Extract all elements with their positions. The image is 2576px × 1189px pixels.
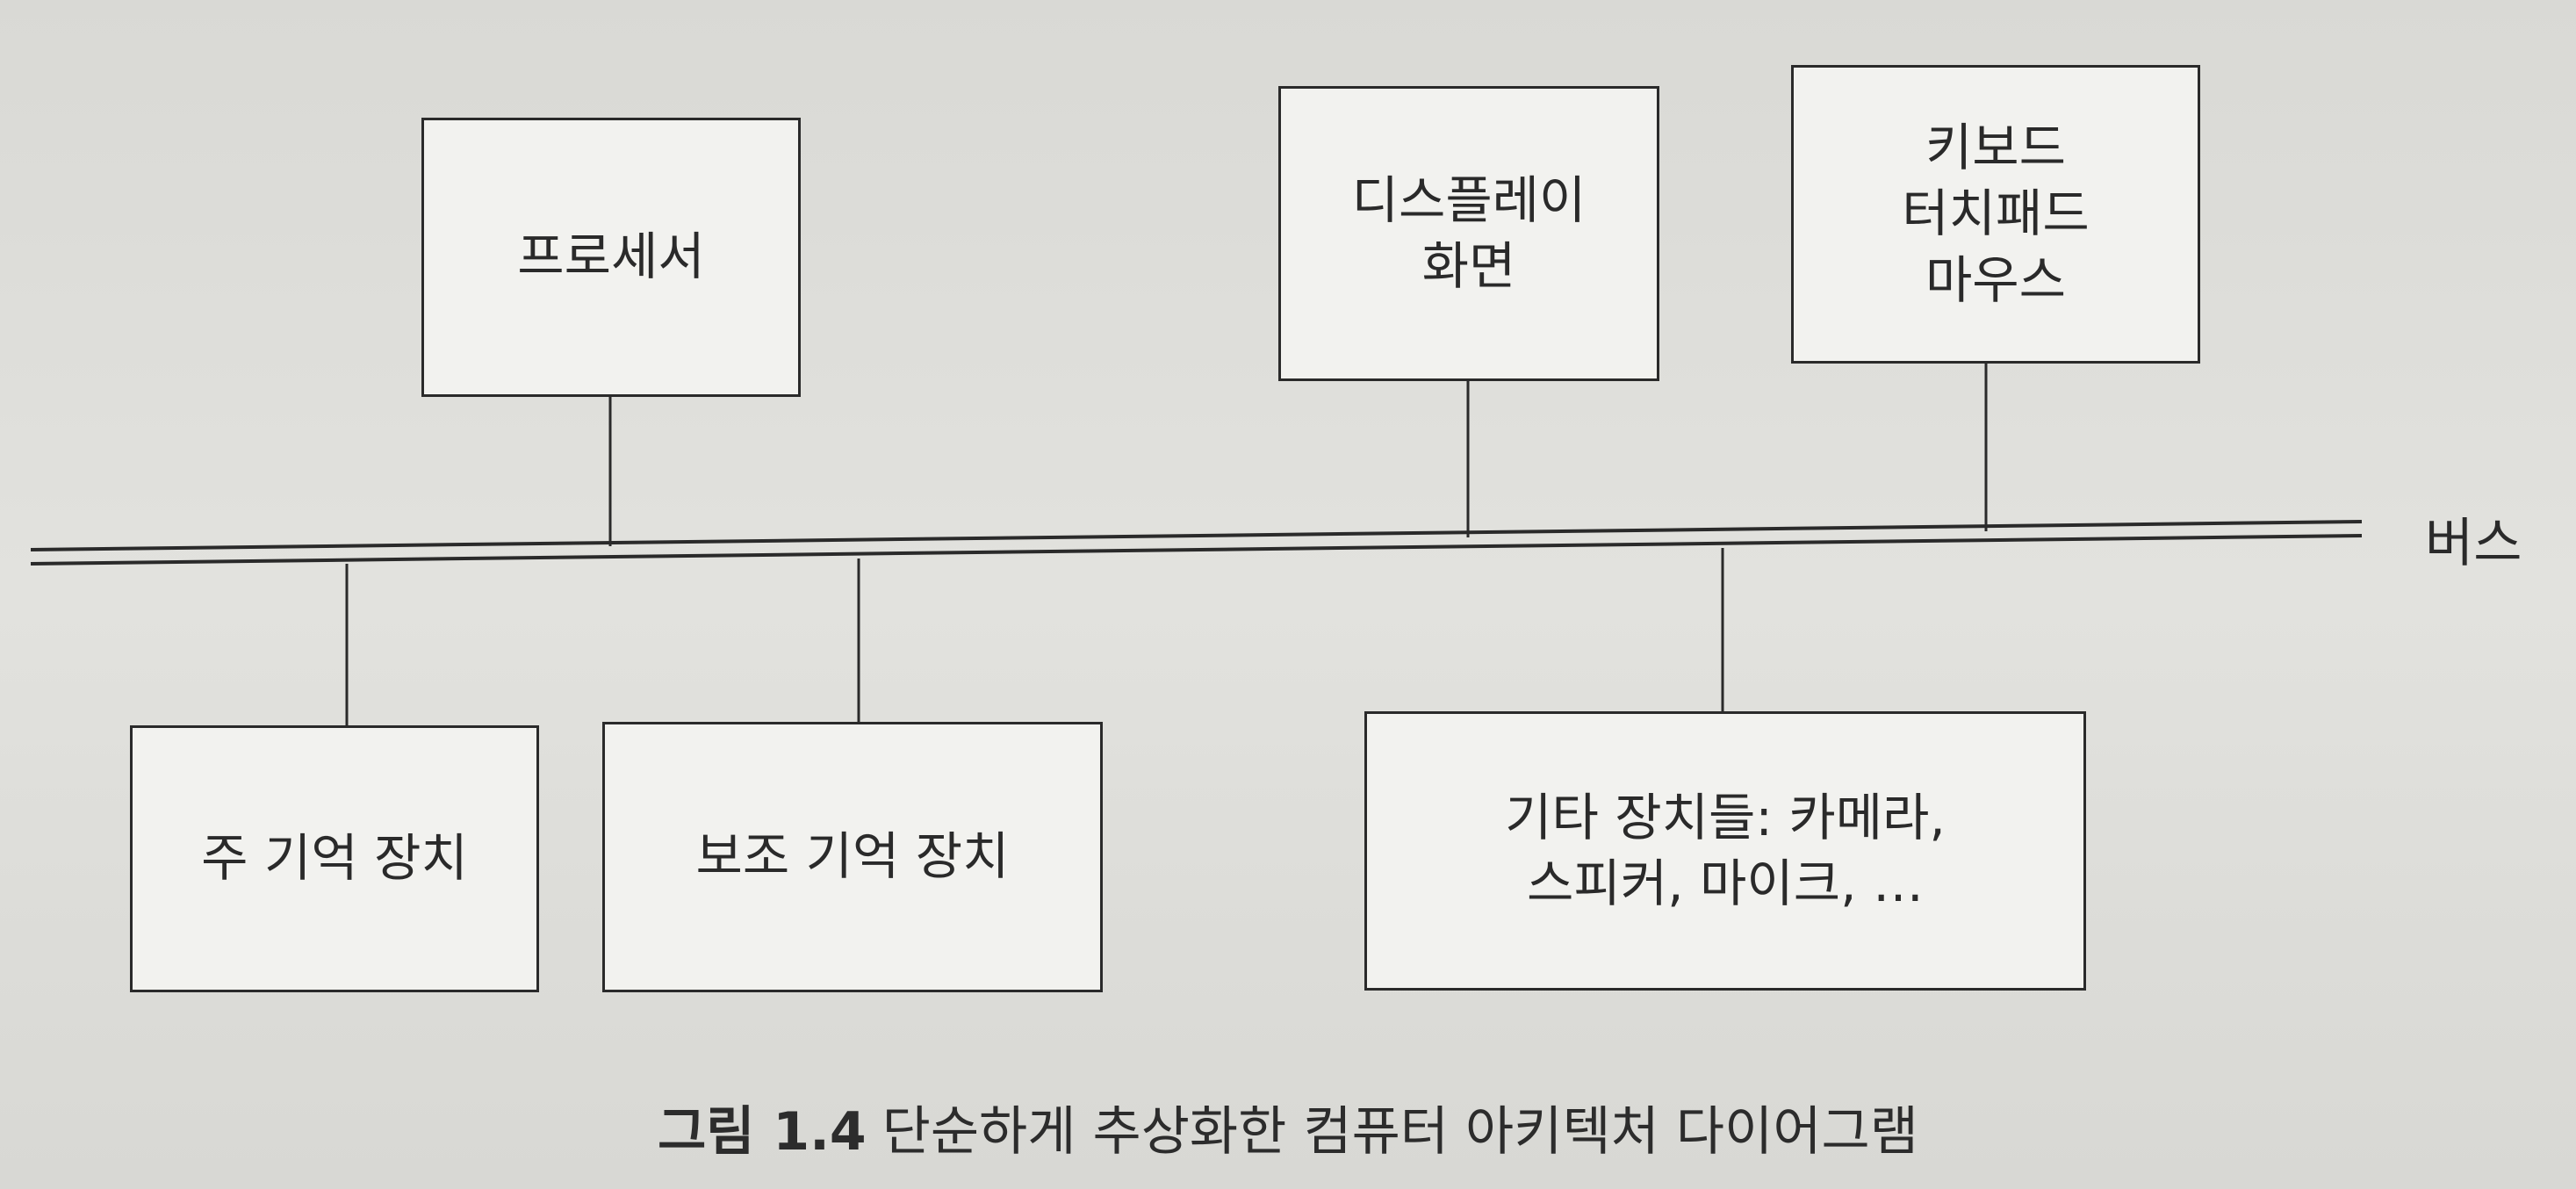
main-memory-box: 주 기억 장치 <box>130 725 539 992</box>
bus-label: 버스 <box>2425 513 2522 574</box>
figure-number: 그림 1.4 <box>658 1101 867 1163</box>
main-memory-label: 주 기억 장치 <box>201 828 468 889</box>
display-label: 디스플레이 화면 <box>1351 169 1587 296</box>
input-devices-label: 키보드 터치패드 마우스 <box>1902 117 2090 310</box>
bus-line-bottom <box>30 534 2363 566</box>
secondary-storage-box: 보조 기억 장치 <box>602 722 1103 992</box>
display-box: 디스플레이 화면 <box>1278 86 1659 381</box>
input-devices-box: 키보드 터치패드 마우스 <box>1791 65 2200 364</box>
figure-caption-text: 단순하게 추상화한 컴퓨터 아키텍처 다이어그램 <box>881 1101 1918 1163</box>
processor-box: 프로세서 <box>421 118 801 397</box>
other-devices-label: 기타 장치들: 카메라, 스피커, 마이크, … <box>1505 787 1946 913</box>
secondary-storage-label: 보조 기억 장치 <box>695 826 1010 887</box>
bus-line-top <box>30 520 2363 551</box>
processor-label: 프로세서 <box>517 227 705 287</box>
other-devices-box: 기타 장치들: 카메라, 스피커, 마이크, … <box>1364 711 2086 991</box>
